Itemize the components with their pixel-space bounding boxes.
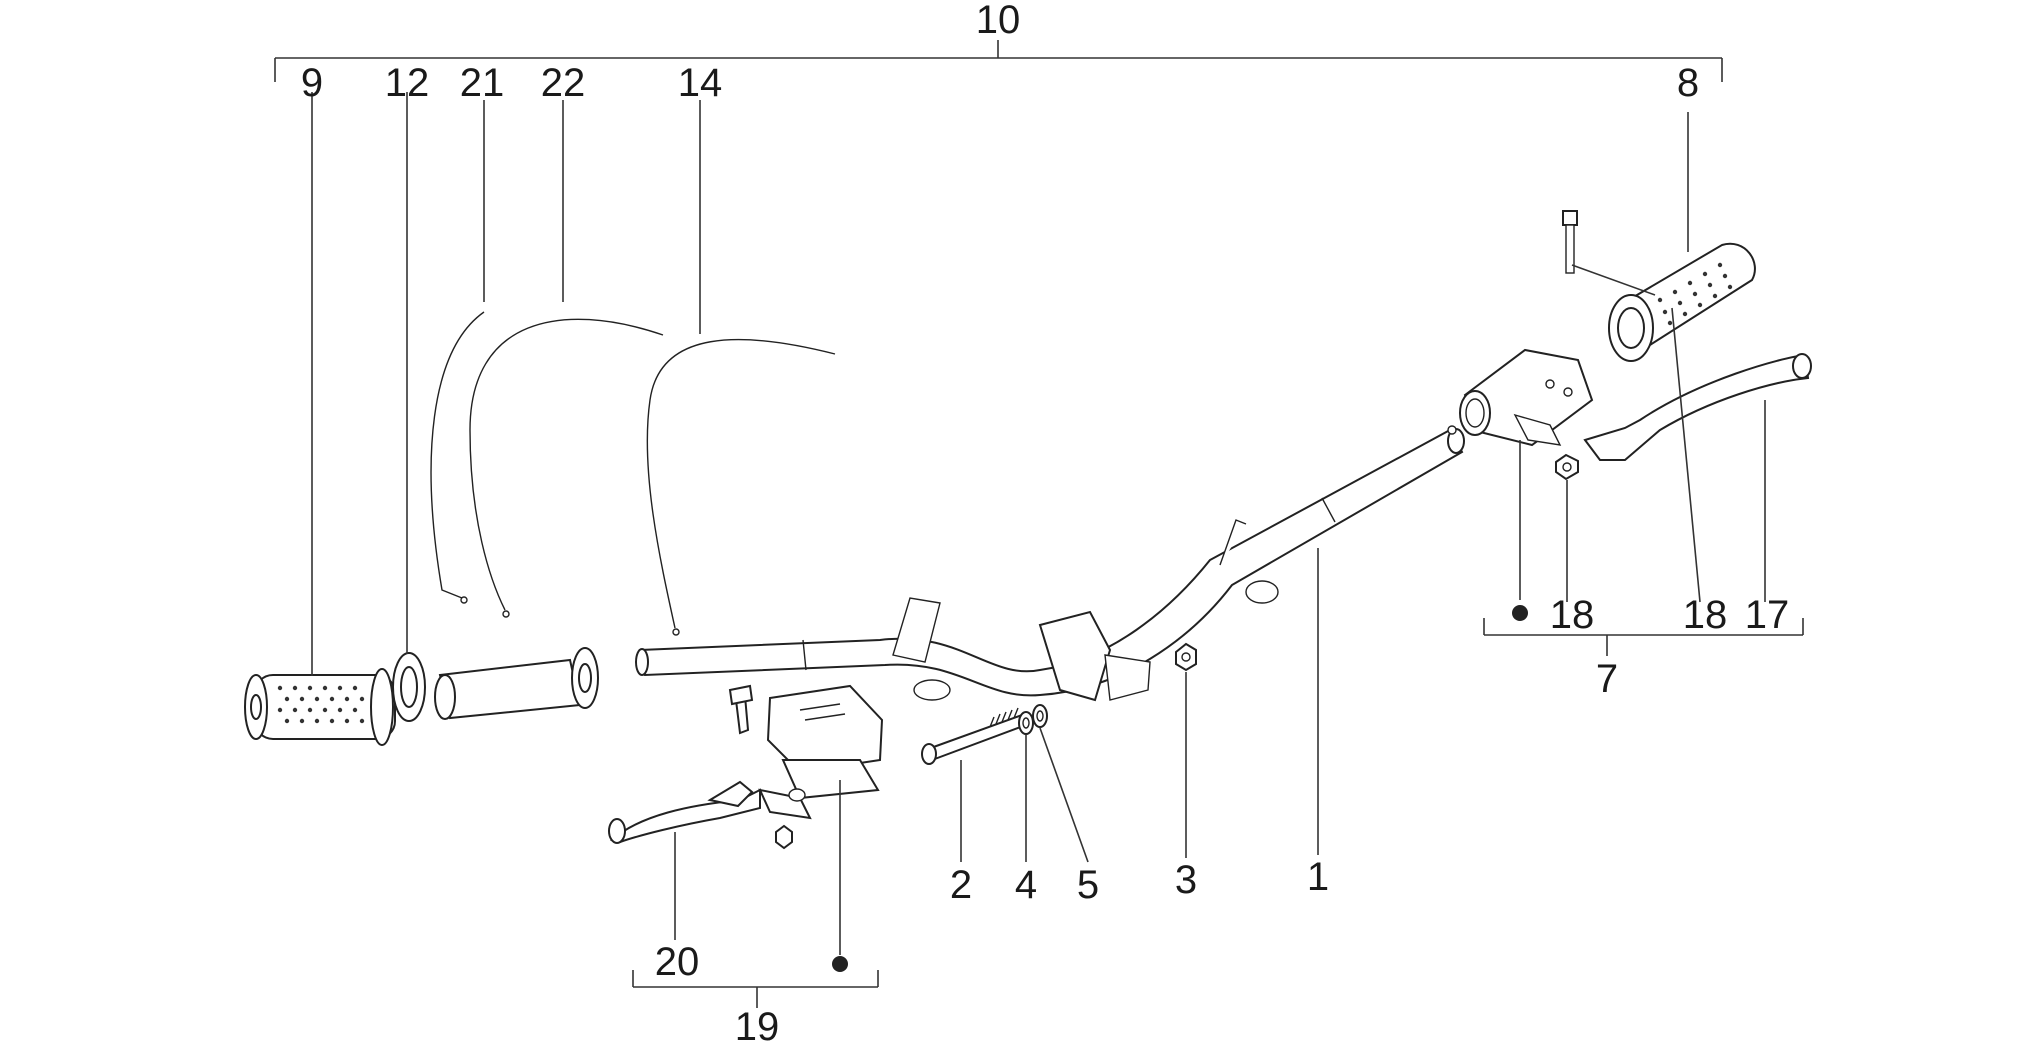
callout-4: 4: [1015, 863, 1037, 907]
left-brake-lever: [608, 780, 761, 844]
throttle-sleeve: [434, 647, 599, 720]
cable-14: [646, 338, 836, 636]
long-bolt: [921, 707, 1028, 765]
callout-8: 8: [1677, 61, 1699, 105]
right-grip: [1608, 242, 1756, 362]
callout-7: 7: [1596, 657, 1618, 701]
right-brake-lever: [1583, 353, 1812, 461]
assembly-bracket-19: [632, 970, 879, 1008]
callout-18-left: 18: [1550, 593, 1595, 637]
callout-12: 12: [385, 61, 430, 105]
callout-2: 2: [950, 863, 972, 907]
kit-dot-right: [1512, 605, 1528, 621]
callout-20: 20: [655, 940, 700, 984]
right-bolt: [1562, 210, 1578, 274]
cable-21: [430, 311, 485, 604]
right-clamp: [1459, 348, 1594, 447]
washer-5: [1032, 704, 1048, 728]
callout-5: 5: [1077, 863, 1099, 907]
cable-22: [469, 318, 664, 618]
washer-4: [1018, 711, 1034, 735]
callout-3: 3: [1175, 858, 1197, 902]
left-grip: [244, 668, 396, 746]
right-nut: [1555, 453, 1579, 481]
callout-17: 17: [1745, 593, 1790, 637]
kit-dot-left: [832, 956, 848, 972]
callout-9: 9: [301, 61, 323, 105]
callout-18-right: 18: [1683, 593, 1728, 637]
callout-21: 21: [460, 61, 505, 105]
callout-10: 10: [976, 0, 1021, 42]
assembly-bracket-7: [1483, 618, 1804, 656]
nut-3: [1175, 642, 1197, 672]
washer-ring: [392, 652, 426, 722]
assembly-bracket-10: [274, 40, 1723, 82]
callout-19: 19: [735, 1005, 780, 1046]
callout-22: 22: [541, 61, 586, 105]
callout-1: 1: [1307, 855, 1329, 899]
callout-14: 14: [678, 61, 723, 105]
handlebar-tube: [635, 425, 1465, 702]
left-master-cylinder: [728, 684, 884, 850]
